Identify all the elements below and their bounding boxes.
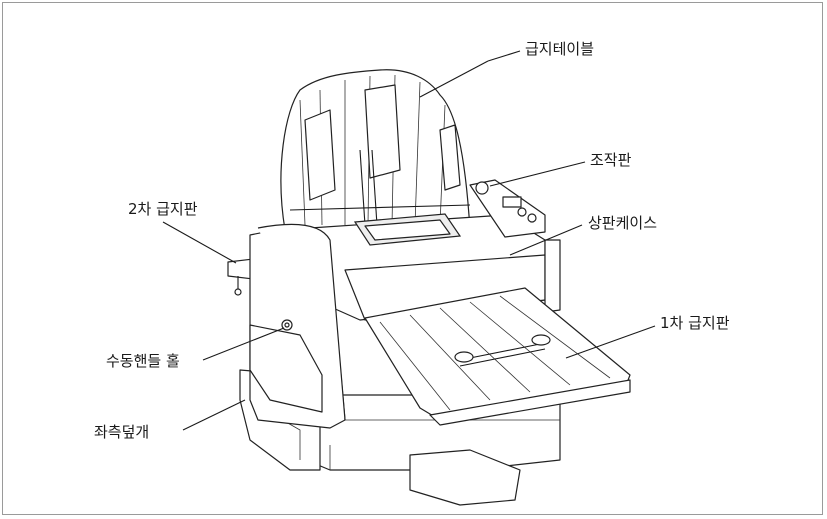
label-feed-table: 급지테이블 (525, 40, 595, 58)
label-manual-handle-hole: 수동핸들 홀 (106, 352, 180, 370)
leader-secondary-feed (162, 221, 237, 264)
label-left-cover: 좌측덮개 (94, 423, 150, 441)
leader-lines (162, 50, 656, 431)
leader-manual-handle (202, 327, 285, 361)
label-secondary-feed-plate: 2차 급지판 (128, 200, 198, 218)
primary-feed-plate (364, 287, 631, 426)
manual-handle-panel (249, 319, 323, 413)
leader-control-panel (489, 161, 586, 187)
label-top-case: 상판케이스 (588, 214, 658, 232)
label-primary-feed-plate: 1차 급지판 (660, 314, 730, 332)
leader-top-case (509, 224, 583, 256)
feed-table (280, 69, 471, 231)
leader-feed-table (419, 60, 489, 98)
leader-primary-feed (565, 325, 656, 359)
leader-left-cover (182, 399, 246, 431)
label-control-panel: 조작판 (590, 151, 632, 169)
leader-feed-table-tail (487, 50, 521, 62)
